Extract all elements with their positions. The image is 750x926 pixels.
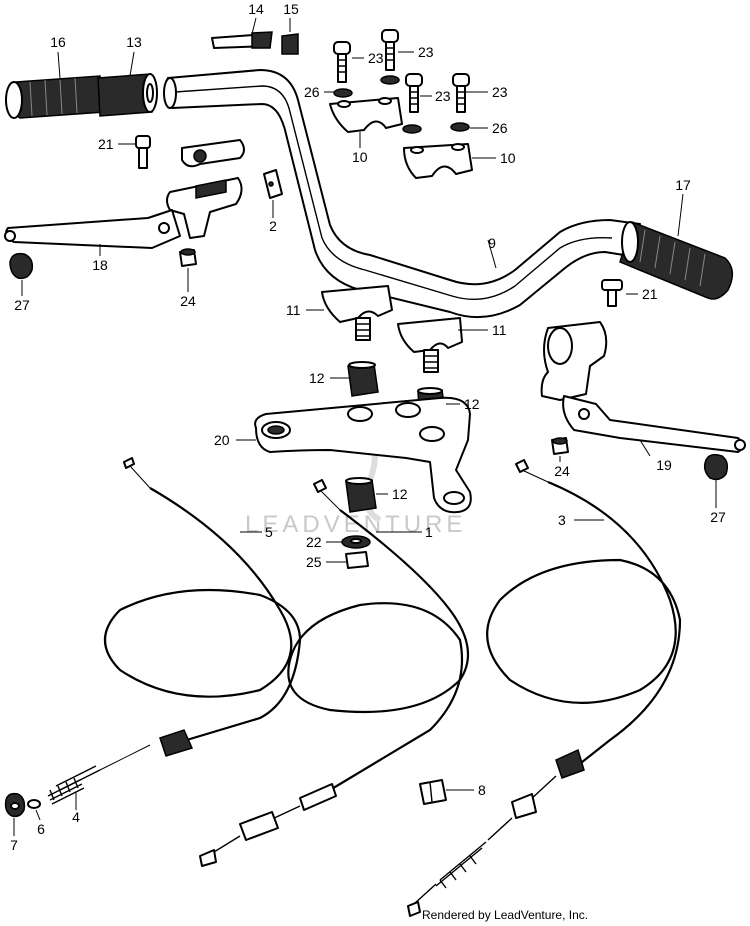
nut-25 xyxy=(345,551,369,569)
cable-5 xyxy=(55,457,302,791)
callout-23a: 23 xyxy=(368,50,384,66)
handlebar xyxy=(163,69,641,319)
cushion-12-c xyxy=(345,477,377,513)
callout-labels: 16 13 14 15 23 23 23 23 26 26 10 10 21 2… xyxy=(10,1,726,853)
callout-3: 3 xyxy=(558,512,566,528)
callout-8: 8 xyxy=(478,782,486,798)
callout-21b: 21 xyxy=(642,286,658,302)
callout-23b: 23 xyxy=(418,44,434,60)
bolt-23-b xyxy=(381,29,399,71)
leader-lines xyxy=(13,17,717,836)
callout-9: 9 xyxy=(488,235,496,251)
callout-4: 4 xyxy=(72,809,80,825)
callout-20: 20 xyxy=(214,432,230,448)
right-lever xyxy=(562,395,746,453)
left-lever-bracket xyxy=(166,139,245,239)
callout-18: 18 xyxy=(92,257,108,273)
callout-24b: 24 xyxy=(554,463,570,479)
bolt-21-left xyxy=(135,135,151,169)
callout-27a: 27 xyxy=(14,297,30,313)
callout-16: 16 xyxy=(50,34,66,50)
part-6-ring xyxy=(27,799,41,809)
top-bridge xyxy=(254,396,472,514)
callout-21a: 21 xyxy=(98,136,114,152)
holder-upper-10-b xyxy=(403,143,473,179)
callout-2: 2 xyxy=(269,218,277,234)
callout-11b: 11 xyxy=(492,322,507,338)
callout-27b: 27 xyxy=(710,509,726,525)
part-14-clip xyxy=(211,31,273,49)
washer-26-b xyxy=(380,75,400,85)
lever-cap-27-left xyxy=(9,252,34,280)
left-grip xyxy=(5,75,105,119)
bolt-23-a xyxy=(333,41,351,83)
right-lever-bracket xyxy=(540,321,608,401)
callout-26b: 26 xyxy=(492,120,508,136)
washer-22 xyxy=(341,535,371,549)
callout-23d: 23 xyxy=(492,84,508,100)
callout-11a: 11 xyxy=(286,302,301,318)
right-grip xyxy=(619,221,734,300)
cushion-12-a xyxy=(347,361,379,397)
left-lever xyxy=(4,209,181,249)
callout-10a: 10 xyxy=(352,149,368,165)
callout-10b: 10 xyxy=(500,150,516,166)
part-7-cap xyxy=(4,792,26,818)
washer-26-c xyxy=(402,124,422,134)
callout-12c: 12 xyxy=(392,486,408,502)
callout-12a: 12 xyxy=(309,370,325,386)
bolt-21-right xyxy=(601,279,623,307)
bolt-23-c xyxy=(405,73,423,113)
part-15-bracket xyxy=(281,33,299,55)
part-2-pin xyxy=(263,169,283,199)
callout-23c: 23 xyxy=(435,88,451,104)
callout-25: 25 xyxy=(306,554,322,570)
callout-22: 22 xyxy=(306,534,322,550)
holder-lower-11-b xyxy=(397,317,463,373)
callout-1: 1 xyxy=(425,524,433,540)
callout-5: 5 xyxy=(265,524,273,540)
callout-19: 19 xyxy=(656,457,672,473)
lever-cap-27-right xyxy=(703,453,729,481)
watermark-text: LEADVENTURE xyxy=(245,511,466,538)
part-8-clip xyxy=(419,779,447,805)
credit-text: Rendered by LeadVenture, Inc. xyxy=(422,908,588,922)
callout-7: 7 xyxy=(10,837,18,853)
cable-3 xyxy=(407,459,682,917)
callout-15: 15 xyxy=(283,1,299,17)
callout-12b: 12 xyxy=(464,396,480,412)
washer-26-d xyxy=(450,122,470,132)
nut-24-right xyxy=(551,437,569,455)
bolt-23-d xyxy=(452,73,470,113)
callout-17: 17 xyxy=(675,177,691,193)
holder-upper-10-a xyxy=(329,97,403,133)
callout-13: 13 xyxy=(126,34,142,50)
callout-24a: 24 xyxy=(180,293,196,309)
washer-26-a xyxy=(333,88,353,98)
holder-lower-11-a xyxy=(321,285,393,341)
cable-1 xyxy=(199,479,470,867)
callout-6: 6 xyxy=(37,821,45,837)
throttle-grip xyxy=(97,73,158,117)
callout-14: 14 xyxy=(248,1,264,17)
nut-24-left xyxy=(179,248,197,267)
callout-26a: 26 xyxy=(304,84,320,100)
spring-4 xyxy=(47,777,85,805)
